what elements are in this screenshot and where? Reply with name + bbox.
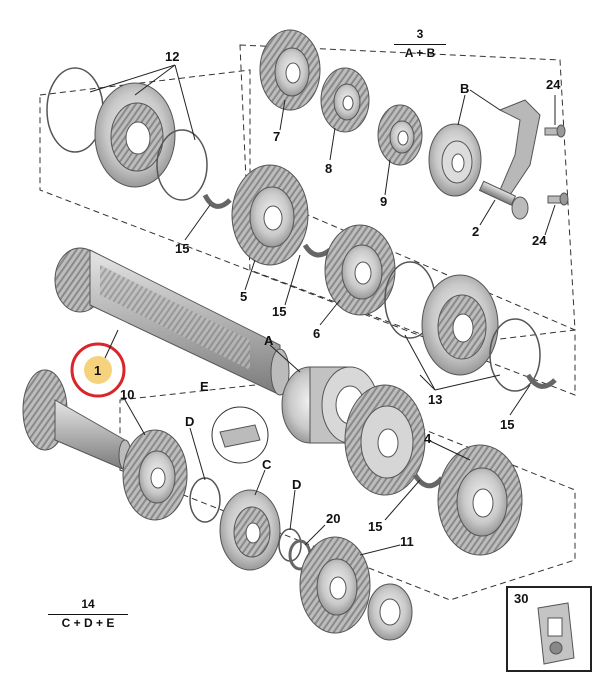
- screw-24-upper: [544, 124, 566, 138]
- label-d-right: D: [292, 477, 302, 492]
- label-e: E: [200, 379, 209, 394]
- label-30: 30: [514, 591, 529, 606]
- legend-3-number: 3: [416, 27, 424, 41]
- bolt-2: [478, 180, 529, 220]
- leader-lines: [89, 64, 556, 556]
- synchro-c: [219, 489, 281, 571]
- inset-30: 30: [506, 586, 592, 672]
- label-8: 8: [325, 161, 333, 176]
- highlight-circle: [70, 342, 126, 398]
- gear-11: [299, 536, 371, 634]
- gear-10: [122, 429, 188, 521]
- synchro-13: [384, 261, 541, 392]
- legend-3-bar: [394, 43, 446, 45]
- label-13: 13: [428, 392, 443, 407]
- gear-8: [320, 67, 370, 133]
- label-15-d: 15: [368, 519, 383, 534]
- key-e-callout: [211, 406, 269, 464]
- label-15-b: 15: [272, 304, 287, 319]
- inset-30-part: [537, 602, 575, 665]
- label-4: 4: [424, 431, 432, 446]
- main-shaft-1: [54, 247, 290, 396]
- shift-fork-b: [498, 99, 541, 196]
- legend-14-bar: [48, 613, 128, 615]
- bearing-12: [46, 67, 208, 201]
- label-15-c: 15: [500, 417, 515, 432]
- label-24-upper: 24: [546, 77, 561, 92]
- label-c: C: [262, 457, 272, 472]
- synchro-hub-b: [428, 123, 482, 197]
- label-20: 20: [326, 511, 341, 526]
- label-7: 7: [273, 129, 281, 144]
- bearing-end: [367, 583, 413, 641]
- label-11: 11: [400, 534, 414, 549]
- label-9: 9: [380, 194, 388, 209]
- legend-14-number: 14: [81, 597, 95, 611]
- label-24-lower: 24: [532, 233, 547, 248]
- legend-14-c-d-e: 14 C + D + E: [48, 597, 128, 631]
- circlip-15-c: [525, 373, 557, 389]
- label-2: 2: [472, 224, 480, 239]
- legend-3-parts: A + B: [404, 45, 436, 60]
- legend-3-a-b: 3 A + B: [394, 27, 446, 61]
- gear-9: [377, 104, 423, 166]
- gear-5: [231, 164, 309, 266]
- label-12: 12: [165, 49, 180, 64]
- legend-14-parts: C + D + E: [61, 615, 115, 630]
- label-b: B: [460, 81, 470, 96]
- label-a: A: [264, 333, 274, 348]
- highlight-dot: [84, 356, 112, 384]
- gear-7: [259, 29, 321, 111]
- screw-24-lower: [547, 192, 569, 206]
- secondary-shaft: [22, 369, 132, 471]
- crown-wheel: [344, 384, 426, 496]
- circlip-15-d: [412, 473, 444, 489]
- gear-4: [437, 444, 523, 556]
- group-box-upper: [239, 44, 576, 346]
- gear-6: [324, 224, 396, 316]
- ring-d-left: [189, 477, 221, 523]
- label-6: 6: [313, 326, 321, 341]
- label-d-left: D: [185, 414, 195, 429]
- label-15-a: 15: [175, 241, 190, 256]
- circlip-15-a: [202, 193, 232, 209]
- label-10: 10: [120, 387, 135, 402]
- group-box-middle: [39, 69, 576, 396]
- circlip-15-b: [302, 243, 332, 258]
- label-1: 1: [94, 363, 102, 378]
- label-5: 5: [240, 289, 248, 304]
